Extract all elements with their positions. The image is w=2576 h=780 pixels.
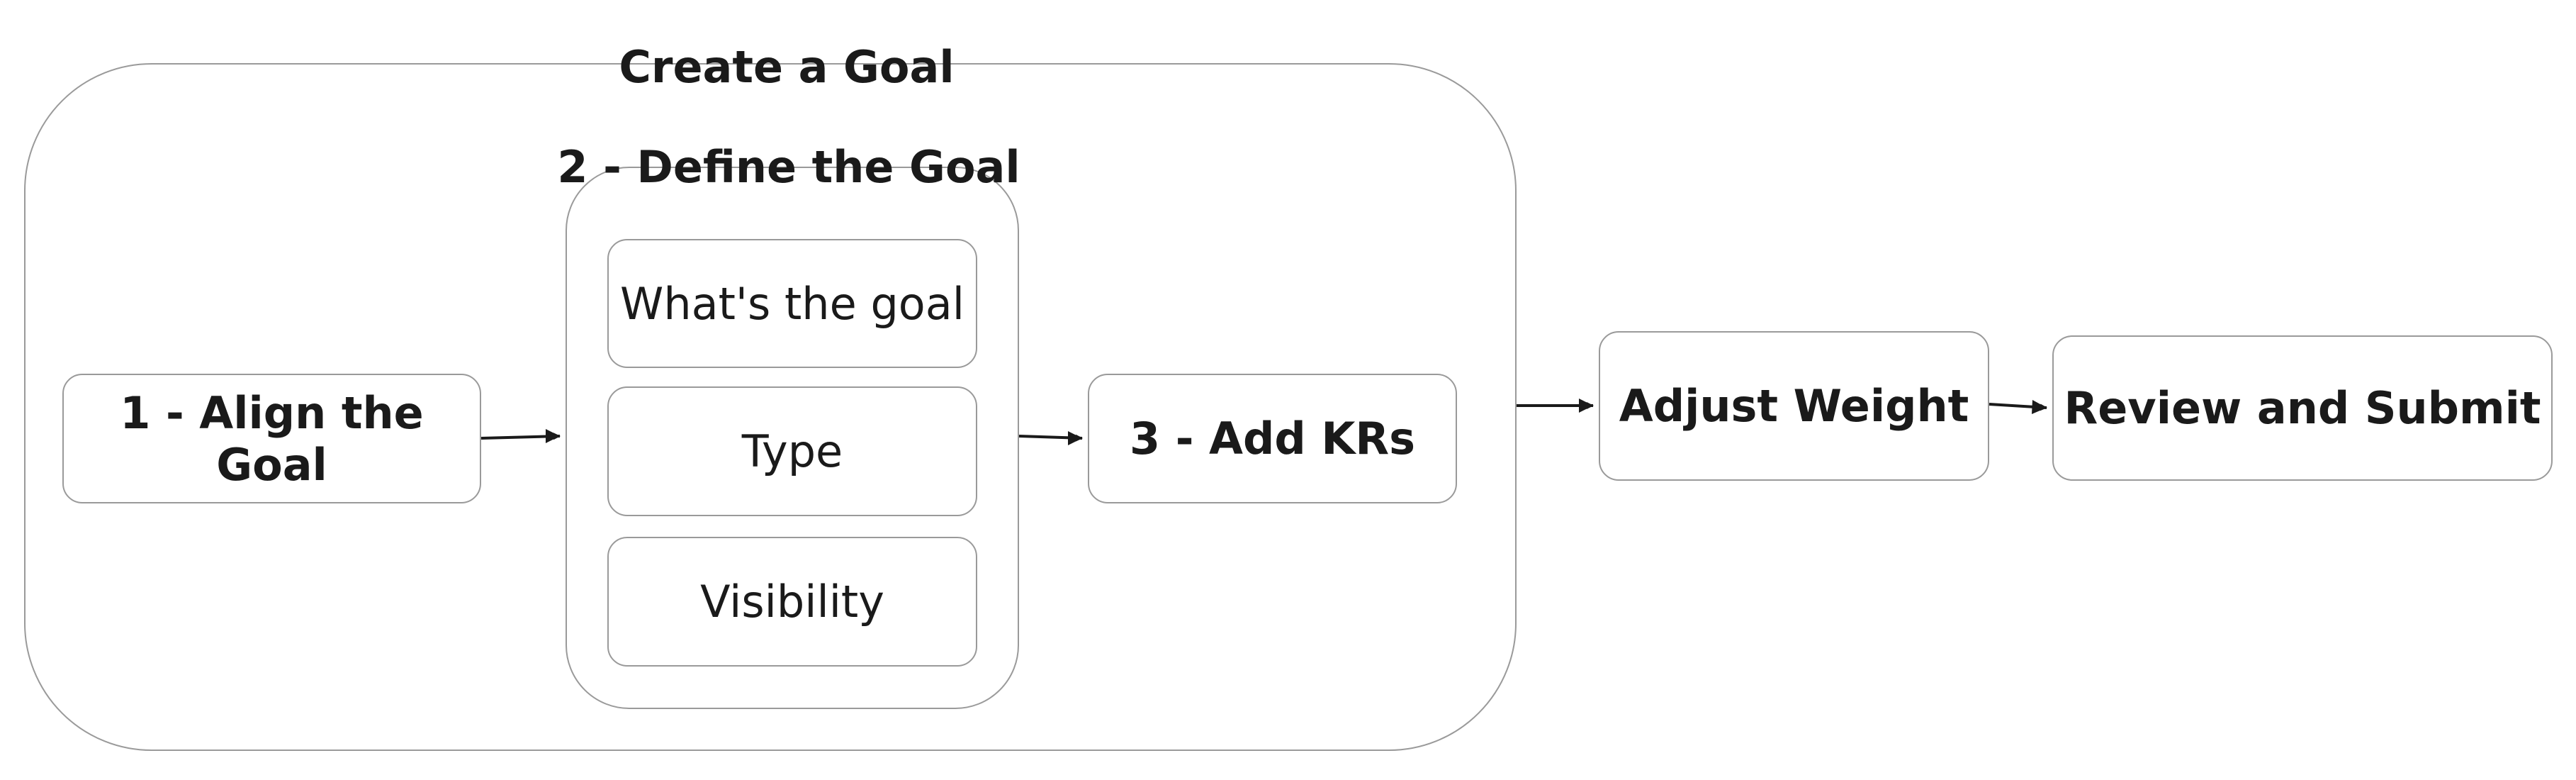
create-goal-title: Create a Goal xyxy=(619,41,955,93)
define-goal-group xyxy=(566,167,1019,709)
step-adjust-weight: Adjust Weight xyxy=(1599,331,1989,481)
step-align-goal: 1 - Align the Goal xyxy=(62,374,481,503)
step-add-krs: 3 - Add KRs xyxy=(1088,374,1457,503)
item-whats-the-goal: What's the goal xyxy=(607,239,977,368)
define-goal-title: 2 - Define the Goal xyxy=(557,141,1020,193)
step-review-submit: Review and Submit xyxy=(2052,335,2553,481)
create-goal-group xyxy=(24,63,1517,751)
item-type: Type xyxy=(607,386,977,516)
item-visibility: Visibility xyxy=(607,537,977,667)
